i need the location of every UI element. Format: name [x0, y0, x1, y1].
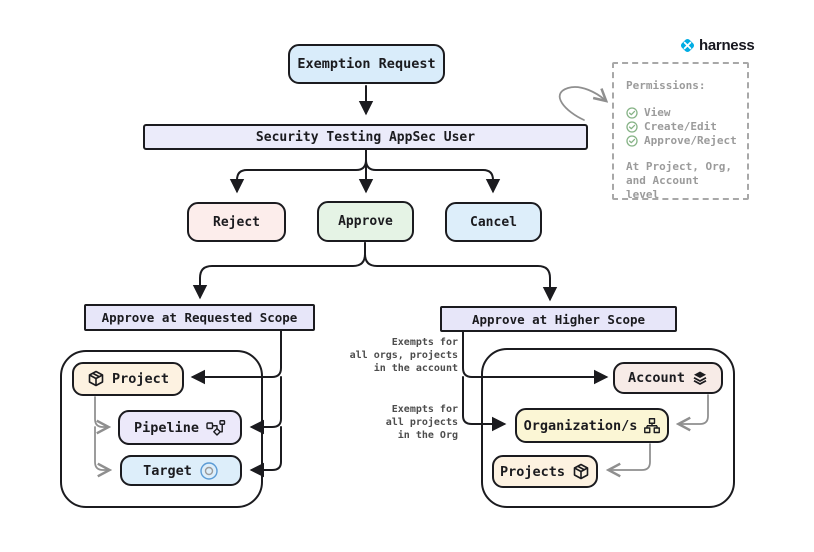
- permission-label: Approve/Reject: [644, 134, 737, 147]
- node-exemption-request: Exemption Request: [288, 44, 445, 84]
- cube-icon: [87, 370, 105, 388]
- permission-label: Create/Edit: [644, 120, 717, 133]
- arrow-user-to-permissions: [558, 86, 605, 121]
- node-appsec-user: Security Testing AppSec User: [143, 124, 588, 150]
- permission-item-create-edit: Create/Edit: [626, 120, 737, 134]
- node-pipeline: Pipeline: [118, 410, 242, 445]
- harness-logo: harness: [679, 37, 755, 54]
- node-approve-higher-scope: Approve at Higher Scope: [440, 306, 677, 332]
- node-reject: Reject: [187, 202, 286, 242]
- permission-label: View: [644, 106, 671, 119]
- permission-item-view: View: [626, 106, 737, 120]
- target-circle-icon: [199, 461, 219, 481]
- check-circle-icon: [626, 135, 638, 147]
- higher-scope-group: [481, 348, 735, 508]
- node-projects: Projects: [492, 455, 598, 488]
- permissions-footer: At Project, Org, and Account level: [626, 160, 732, 201]
- note-exempts-org: Exempts for all projects in the Org: [385, 404, 458, 441]
- note-exempts-account: Exempts for all orgs, projects in the ac…: [349, 337, 458, 374]
- permission-item-approve-reject: Approve/Reject: [626, 134, 737, 148]
- node-organizations: Organization/s: [515, 408, 669, 443]
- node-account: Account: [613, 362, 723, 394]
- node-cancel: Cancel: [445, 202, 542, 242]
- harness-logo-text: harness: [699, 37, 755, 54]
- layers-icon: [692, 370, 708, 386]
- arrow-user-to-cancel: [365, 149, 501, 194]
- pipeline-graph-icon: [206, 419, 226, 436]
- arrow-approve-to-requested: [192, 242, 366, 300]
- arrow-approve-to-higher: [364, 242, 558, 302]
- node-approve: Approve: [317, 201, 414, 242]
- harness-logo-icon: [679, 37, 696, 54]
- node-project: Project: [72, 362, 184, 396]
- arrow-user-to-reject: [229, 149, 367, 194]
- requested-scope-group: [60, 350, 263, 508]
- node-approve-requested-scope: Approve at Requested Scope: [84, 304, 315, 331]
- permissions-panel: Permissions: View Create/Edit Approve/Re…: [612, 62, 749, 201]
- check-circle-icon: [626, 107, 638, 119]
- node-target: Target: [120, 455, 242, 486]
- check-circle-icon: [626, 121, 638, 133]
- org-chart-icon: [644, 417, 661, 434]
- cube-icon: [572, 463, 590, 481]
- permissions-title: Permissions:: [626, 79, 706, 92]
